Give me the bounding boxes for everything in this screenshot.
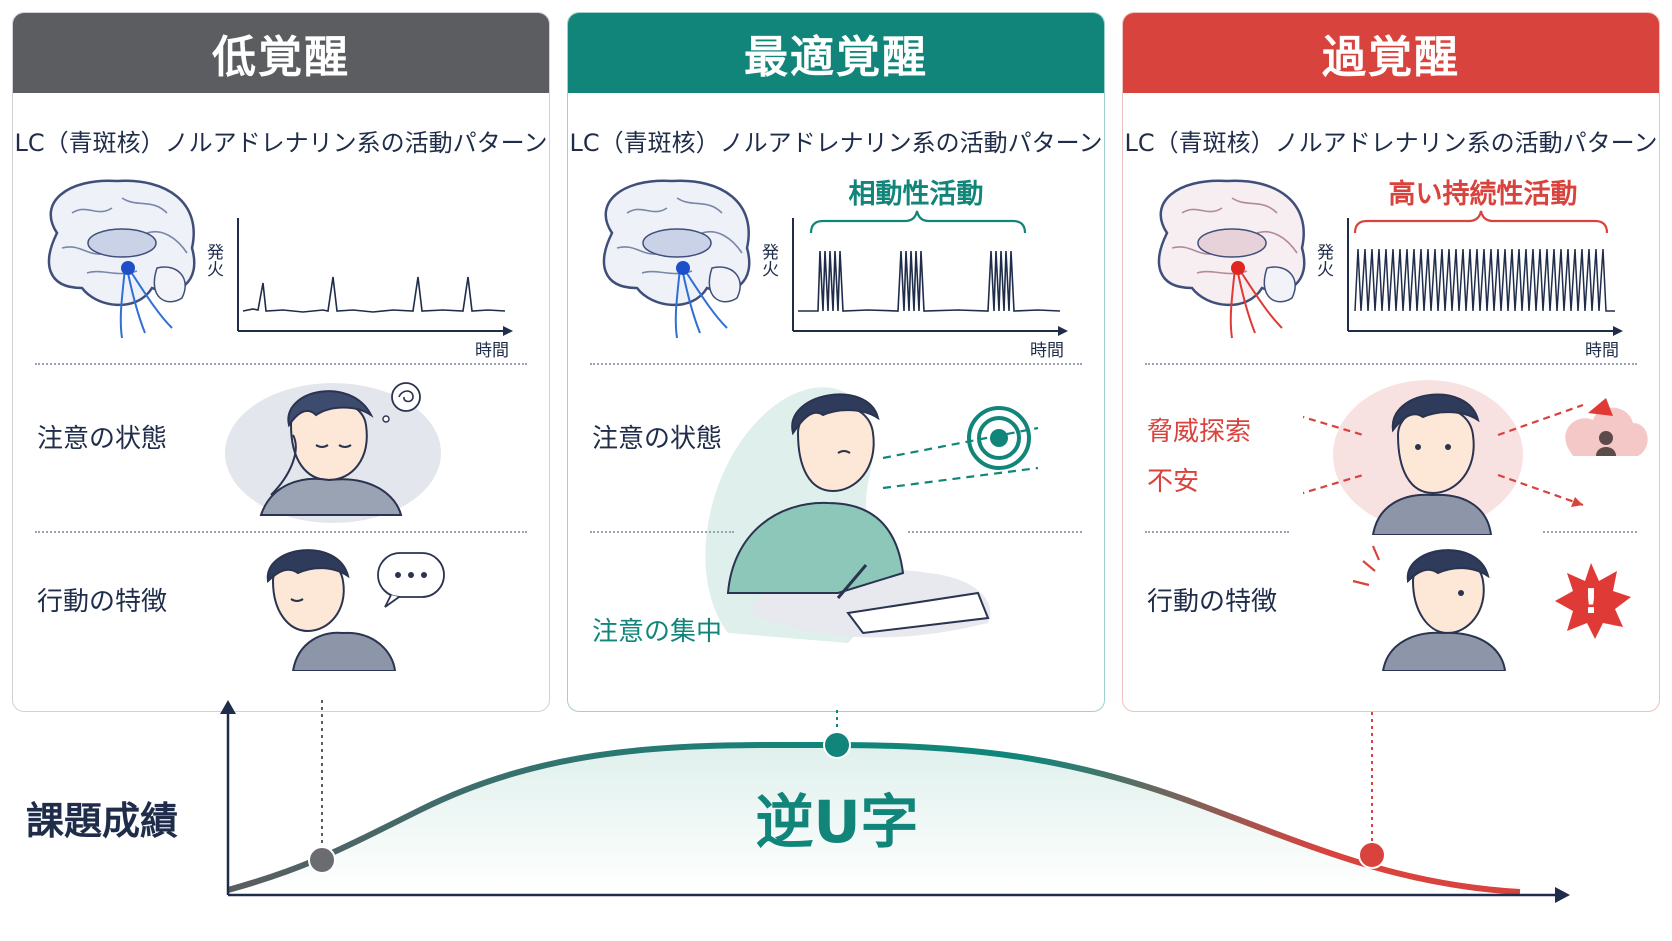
firing-trace (1354, 248, 1615, 312)
threat-label: 脅威探索 (1147, 417, 1252, 447)
panel-low-arousal: 低覚醒 LC（青斑核）ノルアドレナリン系の活動パターン 発火 時間 注意の状態 … (12, 12, 550, 712)
anxiety-label: 不安 (1147, 467, 1200, 497)
target-icon (967, 406, 1031, 470)
high-arousal-point (1358, 841, 1386, 869)
distracted-child-illustration (266, 549, 445, 671)
optimal-arousal-point (823, 731, 851, 759)
panel-optimal-arousal: 最適覚醒 LC（青斑核）ノルアドレナリン系の活動パターン 相動性活動 発火 時間… (567, 12, 1105, 712)
panel-title: 過覚醒 (1123, 13, 1659, 93)
focused-child-illustration (705, 387, 1039, 643)
panel-subtitle: LC（青斑核）ノルアドレナリン系の活動パターン (569, 129, 1103, 157)
behavior-label: 行動の特徴 (37, 587, 168, 617)
panel-subtitle: LC（青斑核）ノルアドレナリン系の活動パターン (1124, 129, 1658, 157)
divider (590, 531, 734, 533)
low-arousal-point (308, 846, 336, 874)
panel-title: 低覚醒 (13, 13, 549, 93)
brain-icon (602, 179, 751, 339)
lc-activity-figure: 高い持続性活動 発火 時間 (1157, 178, 1623, 361)
x-axis-label: 時間 (1585, 341, 1619, 361)
brain-icon (47, 179, 196, 339)
annotation-label: 相動性活動 (849, 179, 984, 210)
anxious-child-illustration (1303, 380, 1584, 535)
startled-child-illustration (1352, 545, 1507, 671)
panel-high-arousal: 過覚醒 LC（青斑核）ノルアドレナリン系の活動パターン 高い持続性活動 発火 時… (1122, 12, 1660, 712)
center-label: 逆U字 (755, 788, 918, 856)
attention-label: 注意の状態 (37, 424, 168, 454)
divider (35, 531, 527, 533)
threat-cloud-icon (1565, 398, 1648, 456)
divider (590, 363, 1082, 365)
divider (1145, 363, 1637, 365)
x-axis-label: 時間 (1030, 341, 1064, 361)
alert-burst-icon: ! (1555, 563, 1631, 639)
focus-label: 注意の集中 (592, 617, 723, 647)
divider (908, 531, 1082, 533)
annotation-label: 高い持続性活動 (1389, 178, 1578, 210)
y-axis-label: 発火 (203, 243, 224, 277)
divider (1145, 531, 1289, 533)
y-axis-label: 課題成績 (26, 799, 179, 843)
divider (1543, 531, 1637, 533)
firing-trace (798, 250, 1061, 312)
attention-label: 注意の状態 (592, 424, 723, 454)
lc-activity-figure: 発火 時間 (47, 179, 513, 361)
x-axis-label: 時間 (475, 341, 509, 361)
behavior-label: 行動の特徴 (1147, 587, 1278, 617)
tired-child-illustration (225, 382, 441, 523)
svg-text:!: ! (1583, 582, 1599, 622)
lc-activity-figure: 相動性活動 発火 時間 (602, 179, 1068, 361)
y-axis-label: 発火 (1313, 243, 1334, 277)
divider (35, 363, 527, 365)
panel-title: 最適覚醒 (568, 13, 1104, 93)
y-axis-label: 発火 (758, 243, 779, 277)
brain-icon (1157, 179, 1306, 339)
firing-trace (242, 276, 506, 313)
inverted-u-curve: 逆U字 (220, 700, 1570, 903)
panel-subtitle: LC（青斑核）ノルアドレナリン系の活動パターン (14, 129, 548, 157)
